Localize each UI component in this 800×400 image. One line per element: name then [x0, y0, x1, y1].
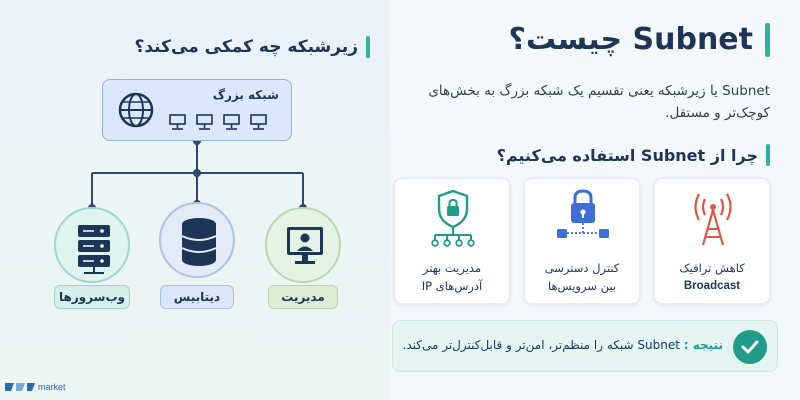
page-title-text: Subnet چیست؟: [508, 22, 753, 57]
database-icon: [181, 218, 217, 266]
brand-logo: market: [4, 380, 66, 394]
card-ip-management: مدیریت بهتر آدرس‌های IP: [394, 178, 510, 304]
result-box: نتیجه : Subnet شبکه را منظم‌تر، امن‌تر و…: [392, 320, 778, 372]
card-ip-management-line1: مدیریت بهتر: [422, 261, 482, 275]
node-database: [159, 202, 235, 278]
description: Subnet یا زیرشبکه یعنی تقسیم یک شبکه بزر…: [428, 83, 770, 121]
left-heading-text: زیرشبکه چه کمکی می‌کند؟: [134, 37, 358, 57]
globe-icon: [118, 92, 154, 128]
heading-accent-bar: [366, 36, 370, 58]
connector-lines: [88, 137, 307, 212]
logo-mark-icon: [5, 383, 35, 391]
check-icon: [733, 330, 767, 364]
title-accent-bar: [765, 22, 770, 57]
left-panel-background: [0, 0, 390, 400]
node-label-web-servers: وب‌سرورها: [54, 285, 130, 309]
card-broadcast-line2: Broadcast: [683, 280, 741, 292]
card-ip-management-line2: آدرس‌های IP: [421, 279, 483, 293]
why-heading: چرا از Subnet استفاده می‌کنیم؟: [497, 144, 770, 166]
page-title: Subnet چیست؟: [509, 22, 770, 57]
lock-network-icon: [557, 189, 609, 238]
card-access-control: کنترل دسترسی بین سرویس‌ها: [524, 178, 640, 304]
node-label-database: دیتابیس: [160, 285, 234, 309]
checkmark-glyph: [741, 340, 759, 354]
switch-row: [169, 114, 267, 131]
why-heading-text: چرا از Subnet استفاده می‌کنیم؟: [496, 145, 758, 165]
card-access-control-line2: بین سرویس‌ها: [547, 279, 617, 293]
switch-port-icon: [223, 114, 240, 130]
logo-text: market: [38, 382, 66, 392]
server-icon: [78, 225, 110, 274]
card-broadcast-text: کاهش ترافیک Broadcast: [655, 259, 769, 295]
broadcast-tower-icon: [694, 193, 732, 246]
switch-port-icon: [250, 114, 267, 130]
node-management: [265, 207, 341, 283]
why-accent-bar: [766, 144, 770, 166]
card-ip-management-text: مدیریت بهتر آدرس‌های IP: [395, 259, 509, 295]
left-heading: زیرشبکه چه کمکی می‌کند؟: [134, 36, 370, 58]
network-label: شبکه بزرگ: [212, 88, 279, 102]
switch-port-icon: [169, 114, 186, 130]
card-broadcast-line1: کاهش ترافیک: [679, 261, 745, 275]
card-access-control-line1: کنترل دسترسی: [544, 261, 620, 275]
switch-port-icon: [196, 114, 213, 130]
network-box: شبکه بزرگ: [102, 79, 292, 141]
node-label-management: مدیریت: [268, 285, 338, 309]
monitor-user-icon: [287, 227, 323, 264]
result-sentence: Subnet شبکه را منظم‌تر، امن‌تر و قابل‌کن…: [402, 338, 680, 352]
card-access-control-text: کنترل دسترسی بین سرویس‌ها: [525, 259, 639, 295]
card-broadcast: کاهش ترافیک Broadcast: [654, 178, 770, 304]
result-label: نتیجه :: [683, 338, 723, 352]
result-text: نتیجه : Subnet شبکه را منظم‌تر، امن‌تر و…: [403, 338, 723, 352]
shield-lock-network-icon: [431, 189, 475, 247]
node-web-servers: [54, 207, 130, 283]
